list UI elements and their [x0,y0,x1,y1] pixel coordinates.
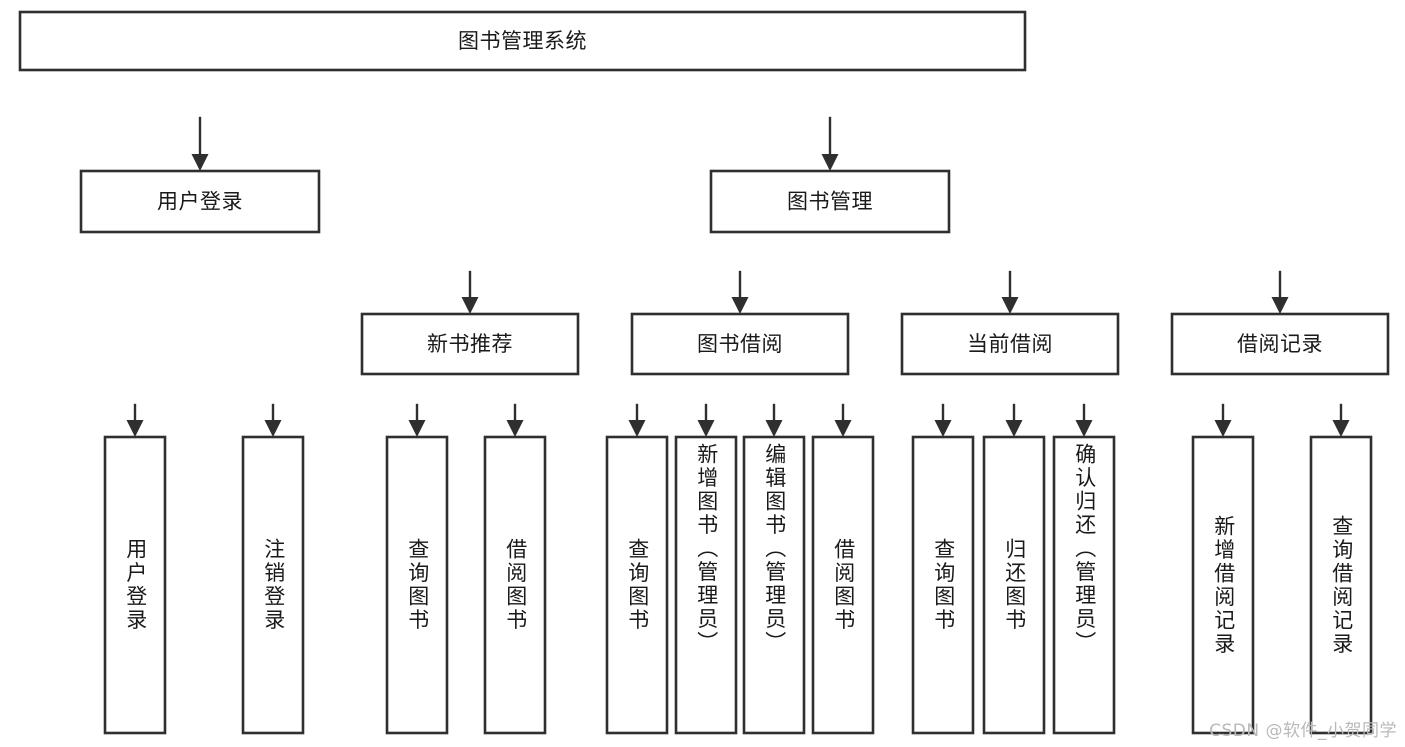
root-arrow-1 [821,154,839,171]
node-box-user-login[interactable] [79,169,321,234]
book-manage-arrow-1 [731,297,749,314]
book-manage-arrow-2 [1001,297,1019,314]
user-login-arrow-0 [126,420,144,437]
node-box-leaf-edit-book-admin[interactable] [742,435,806,735]
current-borrow-arrow-1 [1005,420,1023,437]
node-label-root: 图书管理系统 [458,29,587,53]
node-label-user-login: 用户登录 [157,190,243,214]
current-borrow-arrow-2 [1075,420,1093,437]
current-borrow-arrow-0 [934,420,952,437]
root-arrow-0 [191,154,209,171]
node-box-book-manage[interactable] [709,169,951,234]
node-box-leaf-borrow-book-recommend[interactable] [483,435,547,735]
book-manage-arrow-0 [461,297,479,314]
node-box-new-book-recommend[interactable] [360,312,580,376]
node-label-book-manage: 图书管理 [787,190,873,214]
node-label-book-borrow: 图书借阅 [697,332,783,356]
node-label-current-borrow: 当前借阅 [967,332,1053,356]
node-box-root[interactable] [18,10,1027,72]
node-box-leaf-add-book-admin[interactable] [674,435,738,735]
node-box-book-borrow[interactable] [630,312,850,376]
new-book-recommend-arrow-0 [408,420,426,437]
node-box-leaf-query-book-borrow[interactable] [605,435,669,735]
book-borrow-arrow-3 [834,420,852,437]
node-box-leaf-borrow-book[interactable] [811,435,875,735]
node-box-leaf-query-book-current[interactable] [911,435,975,735]
csdn-watermark: CSDN @软件_小贺同学 [1209,721,1397,741]
node-label-borrow-record: 借阅记录 [1237,332,1323,356]
node-box-leaf-user-login[interactable] [103,435,167,735]
user-login-arrow-1 [264,420,282,437]
node-box-leaf-query-borrow-record[interactable] [1309,435,1373,735]
node-box-leaf-confirm-return-admin[interactable] [1052,435,1116,735]
node-label-new-book-recommend: 新书推荐 [427,332,513,356]
node-box-leaf-query-book-recommend[interactable] [385,435,449,735]
connectors-layer [127,118,1350,437]
book-borrow-arrow-2 [765,420,783,437]
node-box-leaf-user-logout[interactable] [241,435,305,735]
borrow-record-arrow-1 [1332,420,1350,437]
book-borrow-arrow-0 [628,420,646,437]
book-manage-arrow-3 [1271,297,1289,314]
borrow-record-arrow-0 [1214,420,1232,437]
new-book-recommend-arrow-1 [506,420,524,437]
book-borrow-arrow-1 [697,420,715,437]
node-box-current-borrow[interactable] [900,312,1120,376]
node-box-leaf-return-book[interactable] [982,435,1046,735]
node-box-borrow-record[interactable] [1170,312,1390,376]
boxes-layer [18,10,1390,735]
node-box-leaf-add-borrow-record[interactable] [1191,435,1255,735]
